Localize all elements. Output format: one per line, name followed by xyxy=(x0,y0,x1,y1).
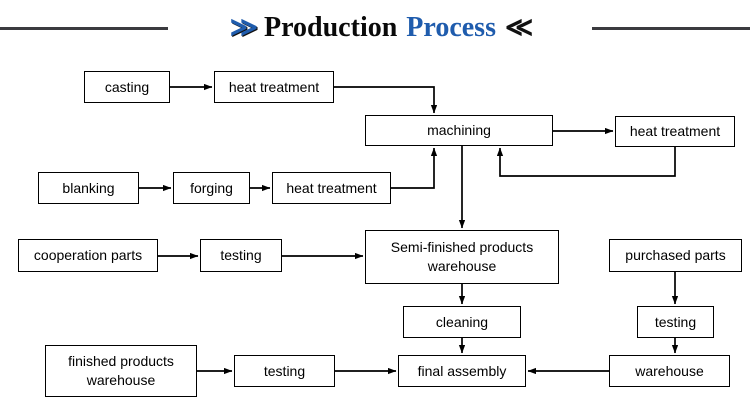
edge-heat-treatment-2-to-machining xyxy=(391,147,438,189)
node-warehouse[interactable]: warehouse xyxy=(609,355,730,387)
node-heat-treatment-1[interactable]: heat treatment xyxy=(214,71,334,103)
node-label-line-1: finished products xyxy=(68,353,174,370)
page-title: ≫ Production Process ≪ xyxy=(175,0,585,56)
node-finished-products-warehouse[interactable]: finished products warehouse xyxy=(45,345,197,397)
node-forging[interactable]: forging xyxy=(173,172,250,204)
edge-heat-treatment-1-to-machining xyxy=(334,86,438,114)
node-label-line-2: warehouse xyxy=(86,372,156,388)
header-rule-right xyxy=(592,27,750,30)
double-chevron-left-icon: ≪ xyxy=(504,11,533,42)
node-label-line-2: warehouse xyxy=(427,258,497,274)
node-heat-treatment-2[interactable]: heat treatment xyxy=(272,172,391,204)
node-label-line-1: Semi-finished products xyxy=(390,239,534,256)
node-blanking[interactable]: blanking xyxy=(38,172,139,204)
title-word-production: Production xyxy=(264,12,398,43)
node-testing-3[interactable]: testing xyxy=(234,355,335,387)
page-header: ≫ Production Process ≪ xyxy=(0,0,750,56)
node-semi-finished-products-warehouse[interactable]: Semi-finished products warehouse xyxy=(365,230,559,284)
title-word-process: Process xyxy=(406,12,496,43)
node-machining[interactable]: machining xyxy=(365,115,553,146)
double-chevron-right-icon: ≫ xyxy=(229,11,258,42)
node-casting[interactable]: casting xyxy=(84,71,170,103)
node-final-assembly[interactable]: final assembly xyxy=(398,355,526,387)
node-heat-treatment-3[interactable]: heat treatment xyxy=(615,116,735,147)
node-cleaning[interactable]: cleaning xyxy=(403,306,521,338)
node-purchased-parts[interactable]: purchased parts xyxy=(609,239,742,272)
node-testing-2[interactable]: testing xyxy=(637,306,714,338)
node-cooperation-parts[interactable]: cooperation parts xyxy=(18,239,158,272)
node-testing-1[interactable]: testing xyxy=(200,239,282,272)
header-rule-left xyxy=(0,27,168,30)
edge-heat-treatment-3-to-machining xyxy=(496,147,676,177)
